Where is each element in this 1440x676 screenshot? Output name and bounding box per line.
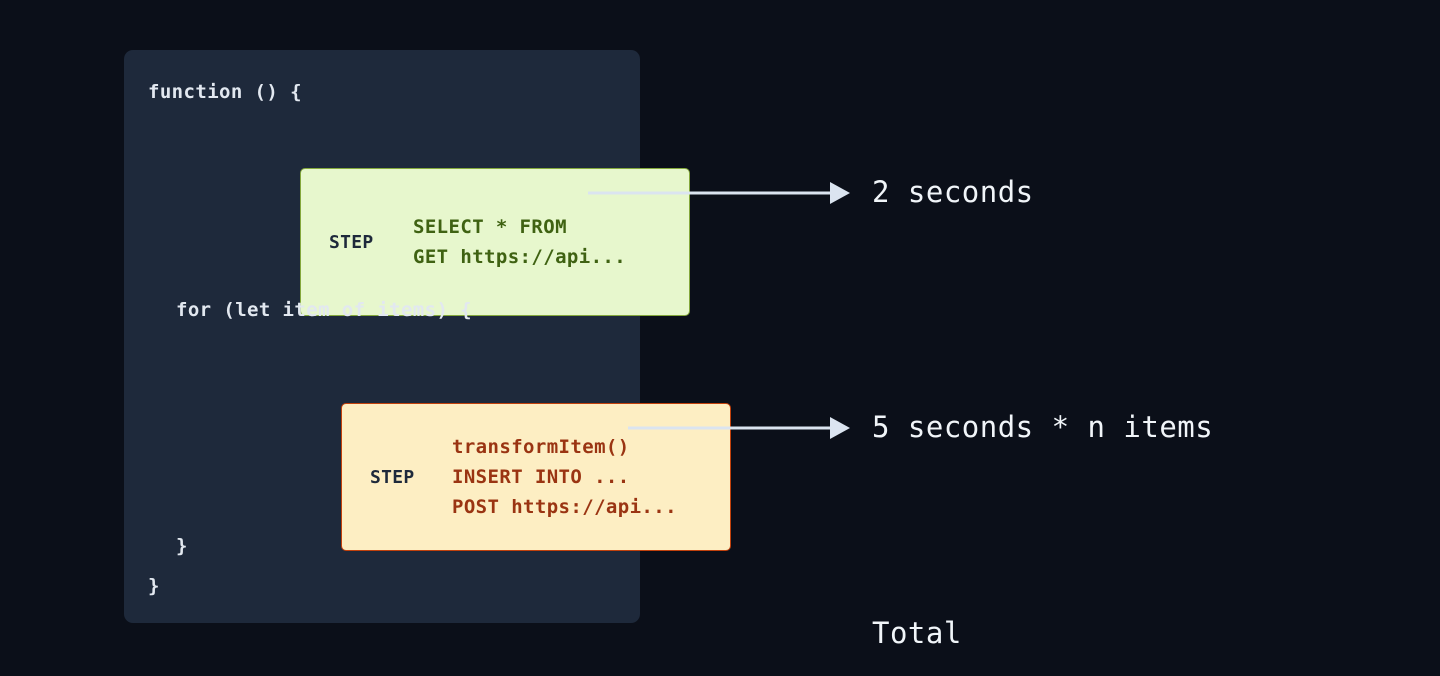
code-panel: function () { STEP SELECT * FROM GET htt… — [124, 50, 731, 623]
step-label: STEP — [329, 231, 374, 253]
step-body-fast: SELECT * FROM GET https://api... — [413, 212, 626, 272]
step-code-line: POST https://api... — [452, 496, 677, 518]
step-box-slow[interactable]: STEP transformItem() INSERT INTO ... POS… — [341, 403, 731, 551]
arrow-head — [830, 417, 850, 439]
code-line-function-open: function () { — [148, 81, 302, 103]
step-code-line: INSERT INTO ... — [452, 466, 630, 488]
code-line-function-close: } — [148, 575, 160, 597]
step-body-slow: transformItem() INSERT INTO ... POST htt… — [452, 432, 677, 522]
arrow-shaft — [588, 191, 832, 195]
total-summary: Total 100 items = 502 seconds — [872, 533, 1285, 676]
code-line-for-open: for (let item of items) { — [176, 299, 472, 321]
arrow-head — [830, 182, 850, 204]
arrow-shaft — [628, 426, 832, 430]
step-code-line: GET https://api... — [413, 246, 627, 268]
annotation-slow-step-duration: 5 seconds * n items — [872, 410, 1214, 444]
step-code-line: transformItem() — [452, 436, 630, 458]
total-heading: Total — [872, 616, 962, 650]
code-line-for-close: } — [176, 535, 188, 557]
step-code-line: SELECT * FROM — [413, 216, 567, 238]
annotation-fast-step-duration: 2 seconds — [872, 175, 1034, 209]
arrow-right-icon-slow-step — [628, 417, 850, 439]
arrow-right-icon-fast-step — [588, 182, 850, 204]
step-label: STEP — [370, 466, 415, 488]
